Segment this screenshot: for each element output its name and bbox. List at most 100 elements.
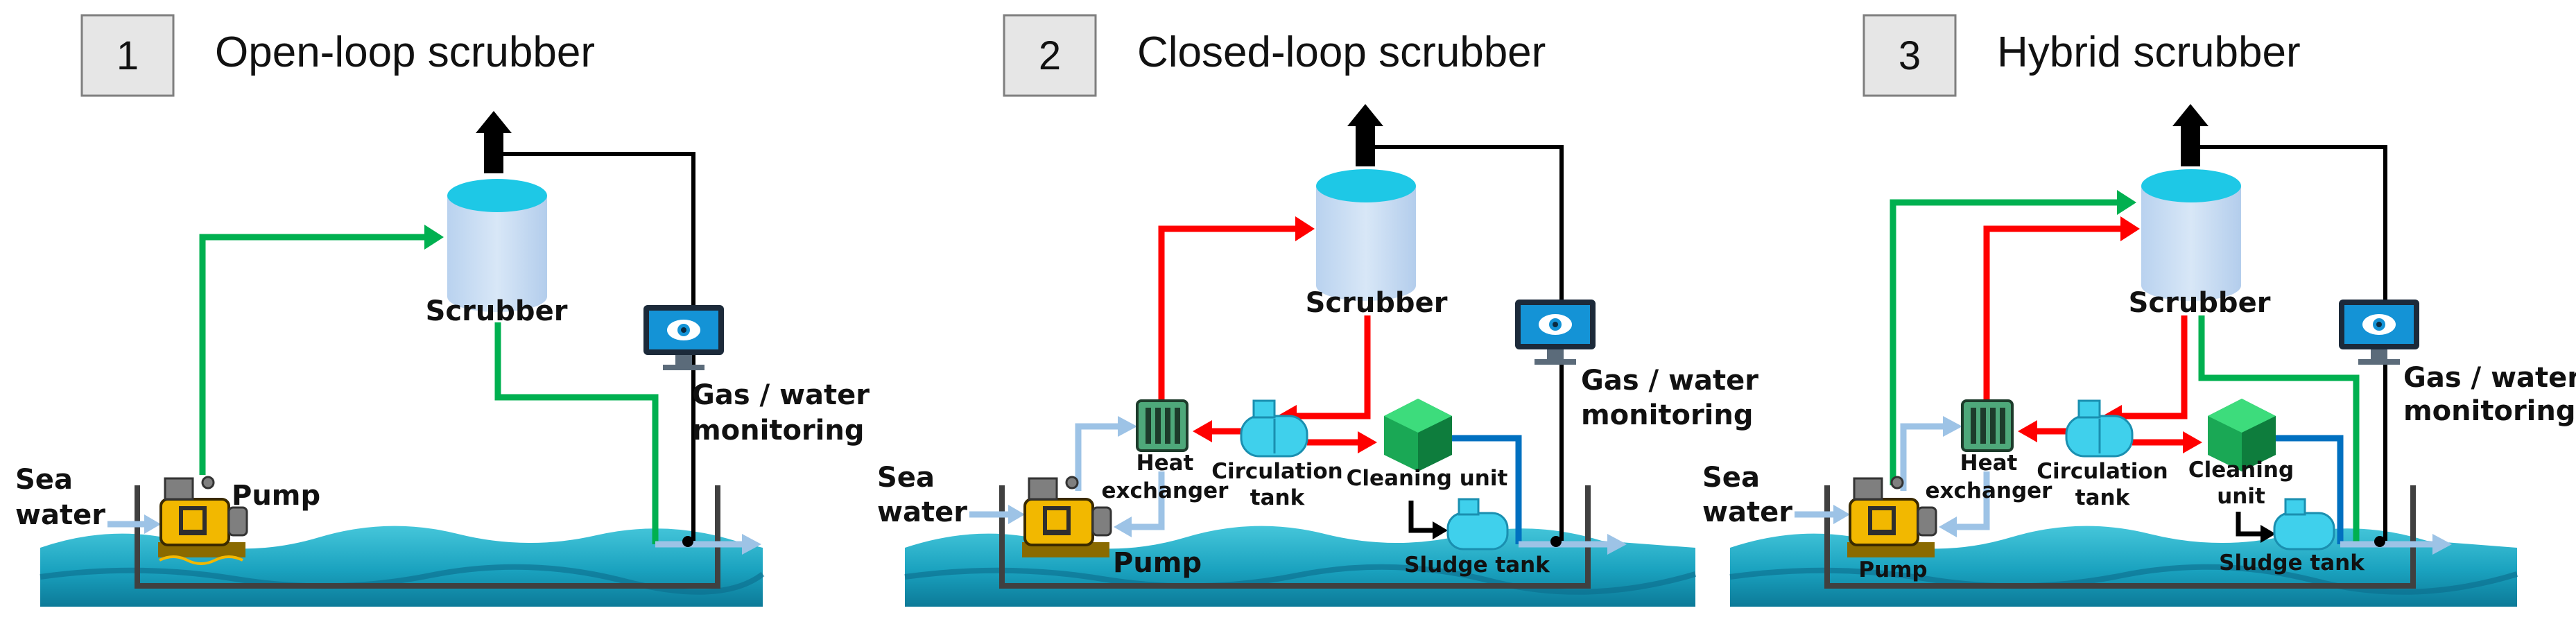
flow-arrowhead — [1358, 431, 1377, 453]
heat-exchanger-label-line2: exchanger — [1926, 478, 2053, 503]
panel-number: 2 — [1039, 33, 1061, 78]
flow-arrowhead — [1939, 517, 1957, 537]
monitoring-label-line2: monitoring — [1581, 399, 1754, 431]
washwater-flow-line — [494, 322, 659, 544]
sludge-tank-icon — [1446, 498, 1509, 551]
inlet-arrowhead — [1833, 505, 1850, 524]
pump-icon — [1847, 476, 1937, 557]
sludge-tank-icon — [2273, 498, 2335, 551]
ship-hull — [135, 485, 720, 589]
flow-arrowhead — [2120, 216, 2140, 241]
flow-arrowhead — [2183, 431, 2202, 453]
flow-arrowhead — [1114, 517, 1132, 537]
scrubber-label: Scrubber — [1306, 287, 1448, 319]
panel-title: Open-loop scrubber — [215, 28, 595, 76]
panel-closed-loop: 2 Closed-loop scrubber — [877, 14, 1758, 607]
flow-arrowhead — [424, 225, 444, 250]
flow-arrowhead — [1295, 216, 1315, 241]
cooling-water-line — [1900, 423, 1945, 491]
circulation-tank-icon — [1240, 399, 1308, 458]
cooling-water-return-line — [1955, 471, 1990, 530]
circulation-tank-label-line2: tank — [2075, 485, 2131, 510]
sea-water-label-line1: Sea — [15, 464, 73, 496]
cleaning-unit-label-line2: unit — [2217, 484, 2265, 509]
cleaning-unit-label: Cleaning unit — [1347, 466, 1508, 491]
closed-loop-return-line — [1295, 315, 1371, 419]
heat-exchanger-icon — [1136, 399, 1188, 452]
sludge-tank-label: Sludge tank — [1404, 553, 1550, 578]
pump-label: Pump — [232, 480, 320, 512]
flow-arrowhead — [2117, 190, 2136, 215]
pump-label: Pump — [1113, 547, 1202, 579]
panel-hybrid: 3 Hybrid scrubber — [1702, 14, 2576, 607]
circulation-tank-label-line1: Circulation — [2037, 459, 2168, 484]
circulation-tank-label-line1: Circulation — [1211, 459, 1342, 484]
ship-hull — [1824, 485, 2416, 589]
sample-point — [682, 536, 693, 547]
flow-arrowhead — [1118, 416, 1137, 437]
monitor-eye-icon — [643, 305, 724, 370]
inlet-arrowhead — [144, 514, 161, 534]
panel-number-box — [80, 14, 175, 97]
monitoring-label-line1: Gas / water — [2403, 362, 2576, 394]
sea-water-label-line1: Sea — [1702, 462, 1760, 494]
sludge-flow-line — [2236, 512, 2262, 537]
heat-exchanger-icon — [1961, 399, 2014, 452]
sea-water-label-line2: water — [877, 496, 967, 528]
exhaust-sample-line — [494, 152, 695, 541]
flow-arrowhead — [1433, 521, 1448, 539]
exhaust-arrow-icon — [476, 111, 512, 173]
closed-loop-flow-line — [1158, 225, 1297, 406]
flow-arrowhead — [1943, 416, 1962, 437]
panel-number-box — [1862, 14, 1957, 97]
heat-exchanger-label-line1: Heat — [1136, 451, 1194, 476]
pump-label: Pump — [1858, 557, 1927, 582]
sea-water-label-line2: water — [15, 499, 105, 531]
scrubber-label: Scrubber — [2129, 287, 2271, 319]
sample-point — [2374, 536, 2385, 547]
panel-open-loop: 1 Open-loop scrubber Scrubber — [15, 14, 870, 607]
discharge-arrowhead — [1607, 534, 1627, 555]
flow-arrowhead — [2018, 420, 2037, 442]
monitoring-label-line1: Gas / water — [692, 379, 870, 411]
closed-loop-flow-line — [1983, 225, 2122, 406]
closed-loop-return-line — [2120, 315, 2188, 419]
cleaning-unit-label-line1: Cleaning — [2188, 458, 2294, 483]
sludge-tank-label: Sludge tank — [2219, 551, 2365, 575]
cooling-water-line — [1075, 423, 1120, 491]
cleaned-water-line — [1451, 435, 1522, 544]
monitoring-label-line1: Gas / water — [1581, 365, 1758, 397]
cleaning-unit-icon — [1384, 399, 1452, 471]
cooling-water-return-line — [1130, 471, 1165, 530]
flow-arrowhead — [2261, 525, 2276, 543]
exhaust-arrow-icon — [2172, 104, 2208, 166]
discharge-arrowhead — [2432, 534, 2452, 555]
panel-number: 1 — [116, 33, 139, 78]
scrubber-icon — [2141, 169, 2241, 301]
exhaust-sample-line — [1365, 145, 1564, 541]
heat-exchanger-label-line2: exchanger — [1102, 478, 1229, 503]
cleaning-unit-icon — [2208, 399, 2276, 471]
cleaned-water-line — [2274, 435, 2344, 544]
sludge-flow-line — [1408, 501, 1434, 533]
exhaust-sample-line — [2190, 145, 2387, 541]
panel-title: Closed-loop scrubber — [1137, 28, 1546, 76]
ship-hull — [999, 485, 1591, 589]
panel-number-box — [1003, 14, 1097, 97]
monitoring-label-line2: monitoring — [692, 415, 865, 447]
inlet-arrowhead — [1008, 505, 1025, 524]
discharge-arrowhead — [742, 534, 761, 555]
sample-point — [1550, 536, 1562, 547]
seawater-flow-line — [1890, 199, 2118, 485]
monitoring-label-line2: monitoring — [2403, 395, 2576, 427]
pump-icon — [1022, 476, 1112, 557]
sea-water-label-line1: Sea — [877, 462, 935, 494]
monitor-eye-icon — [2339, 300, 2419, 365]
panel-number: 3 — [1899, 33, 1921, 78]
panel-title: Hybrid scrubber — [1997, 28, 2301, 76]
circulation-tank-icon — [2065, 399, 2134, 458]
flow-arrowhead — [1193, 420, 1212, 442]
circulation-tank-label-line2: tank — [1250, 485, 1306, 510]
scrubber-icon — [1316, 169, 1416, 301]
